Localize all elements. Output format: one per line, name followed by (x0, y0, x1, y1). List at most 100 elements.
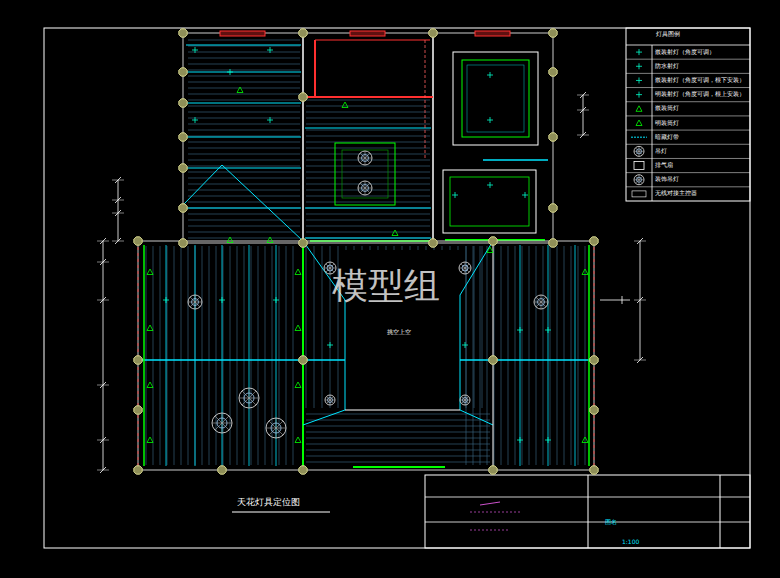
column-symbol (549, 204, 557, 212)
plan-line (483, 159, 548, 161)
plan-line (639, 49, 640, 55)
plan-line (470, 512, 520, 513)
plan-line (425, 497, 750, 498)
plan-rect (350, 31, 385, 36)
plan-line (626, 172, 750, 173)
plan-line (251, 246, 252, 465)
plan-line (188, 46, 300, 47)
plan-line (306, 124, 430, 125)
plan-line (306, 100, 430, 101)
plan-line (188, 40, 300, 41)
column-symbol (179, 99, 187, 107)
spot-symbol (267, 237, 273, 243)
plan-line (230, 69, 231, 75)
plan-line (230, 246, 231, 465)
plan-line (183, 165, 222, 205)
plan-line (190, 297, 200, 307)
plan-line (330, 246, 331, 408)
plan-line (461, 396, 468, 403)
plan-line (639, 92, 640, 98)
plan-line (188, 112, 300, 113)
plan-line (536, 246, 537, 465)
plan-line (583, 95, 584, 135)
plan-line (548, 327, 549, 333)
plan-rect (453, 52, 538, 145)
plan-line (222, 297, 223, 303)
plan-line (188, 142, 300, 143)
plan-line (432, 33, 434, 243)
plan-drawing (44, 28, 750, 548)
plan-line (186, 72, 301, 73)
plan-line (188, 166, 300, 167)
plan-rect (634, 162, 644, 170)
plan-line (306, 136, 430, 137)
plan-line (166, 245, 167, 466)
plan-line (195, 245, 196, 466)
plan-line (188, 88, 300, 89)
drawing-title: 天花灯具定位图 (237, 498, 300, 508)
plan-line (322, 246, 323, 408)
plan-line (626, 158, 750, 159)
plan-line (112, 200, 124, 201)
plan-line (195, 47, 196, 53)
plan-line (188, 130, 300, 131)
plan-line (265, 246, 266, 465)
plan-line (146, 246, 147, 465)
chandelier-symbol (239, 388, 259, 408)
plan-line (520, 327, 521, 333)
plan-line (188, 246, 189, 465)
plan-line (305, 238, 431, 239)
plan-line (345, 410, 460, 411)
spot-symbol (295, 437, 301, 443)
plan-line (501, 246, 502, 465)
spot-symbol (147, 382, 153, 388)
column-symbol (134, 406, 142, 414)
plan-line (167, 246, 168, 465)
plan-line (634, 300, 646, 301)
spot-symbol (147, 437, 153, 443)
plan-line (306, 226, 430, 227)
plan-line (303, 410, 345, 425)
plan-line (626, 101, 750, 102)
plan-line (215, 416, 229, 430)
plan-line (188, 136, 300, 137)
plan-line (529, 246, 530, 465)
plan-line (305, 128, 431, 129)
spot-symbol (147, 269, 153, 275)
plan-line (302, 33, 304, 243)
plan-line (306, 246, 307, 408)
plan-line (360, 153, 370, 163)
plan-line (314, 40, 316, 97)
legend-text: 嵌装筒灯 (655, 105, 679, 111)
plan-line (143, 245, 145, 466)
plan-line (490, 117, 491, 123)
legend-text: 装饰吊灯 (655, 176, 679, 182)
plan-line (306, 432, 490, 433)
plan-line (188, 178, 300, 179)
spot-symbol (237, 87, 243, 93)
plan-line (306, 238, 430, 239)
plan-line (578, 246, 579, 465)
plan-line (306, 456, 490, 457)
chandelier-symbol (325, 395, 335, 405)
plan-line (720, 475, 721, 548)
plan-line (186, 45, 301, 46)
plan-line (97, 470, 109, 471)
plan-line (188, 160, 300, 161)
plan-line (522, 246, 523, 465)
column-symbol (134, 237, 142, 245)
column-symbol (179, 204, 187, 212)
plan-line (306, 450, 490, 451)
plan-line (525, 192, 526, 198)
plan-line (306, 106, 430, 107)
plan-rect (138, 241, 594, 470)
spot-symbol (147, 325, 153, 331)
plan-line (286, 246, 287, 465)
plan-line (306, 166, 430, 167)
plan-line (188, 190, 300, 191)
spot-symbol (295, 325, 301, 331)
legend-text: 暗藏灯带 (655, 134, 679, 140)
plan-line (174, 246, 175, 465)
plan-line (270, 117, 271, 123)
plan-line (626, 45, 750, 46)
